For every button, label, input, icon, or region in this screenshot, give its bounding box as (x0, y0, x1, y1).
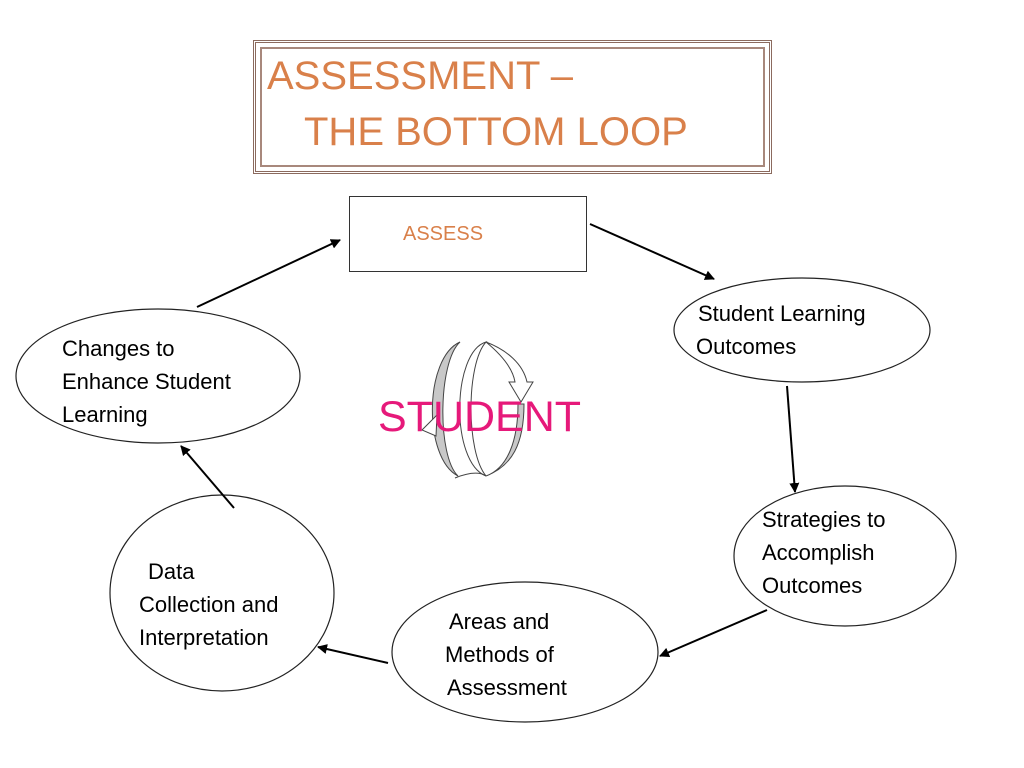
node-areas-line-1: Areas and (449, 609, 550, 634)
node-data-label: Data Collection and Interpretation (139, 555, 278, 654)
assess-box (349, 196, 587, 272)
node-data-line-3: Interpretation (139, 625, 269, 650)
node-strategies-line-2: Accomplish (762, 540, 875, 565)
circular-arrows-icon (421, 341, 534, 479)
node-slo-shape (673, 277, 931, 383)
arrow-slo-to-strategies (786, 385, 800, 493)
node-slo-line-1: Student Learning (698, 301, 866, 326)
arrow-areas-to-data (317, 644, 389, 664)
node-data-line-2: Collection and (139, 592, 279, 617)
node-changes-line-2: Enhance Student (62, 369, 231, 394)
student-label: STUDENT (378, 393, 582, 441)
title-frame-inner (260, 47, 765, 167)
node-slo-line-2: Outcomes (696, 334, 797, 359)
node-changes-line-1: Changes to (62, 336, 175, 361)
node-areas-shape (391, 581, 659, 723)
node-changes-shape (15, 308, 301, 444)
node-strategies-shape (733, 485, 957, 627)
page-title-line-2: THE BOTTOM LOOP (304, 110, 688, 154)
node-changes-line-3: Learning (62, 402, 148, 427)
node-areas-line-2: Methods of (445, 642, 554, 667)
node-areas-line-3: Assessment (447, 675, 567, 700)
page-title-line-1: ASSESSMENT – (267, 54, 574, 98)
node-slo-label: Student Learning Outcomes (696, 297, 866, 363)
arrow-changes-to-assess (196, 239, 341, 308)
node-areas-label: Areas and Methods of Assessment (445, 605, 567, 704)
assess-label: ASSESS (403, 223, 484, 245)
node-strategies-line-1: Strategies to (762, 507, 886, 532)
node-strategies-line-3: Outcomes (762, 573, 863, 598)
node-data-line-1: Data (148, 559, 195, 584)
arrow-data-to-changes (180, 445, 235, 509)
arrow-assess-to-slo (589, 223, 715, 280)
title-frame (253, 40, 772, 174)
node-changes-label: Changes to Enhance Student Learning (62, 332, 231, 431)
node-strategies-label: Strategies to Accomplish Outcomes (762, 503, 886, 602)
arrow-strategies-to-areas (659, 609, 768, 658)
